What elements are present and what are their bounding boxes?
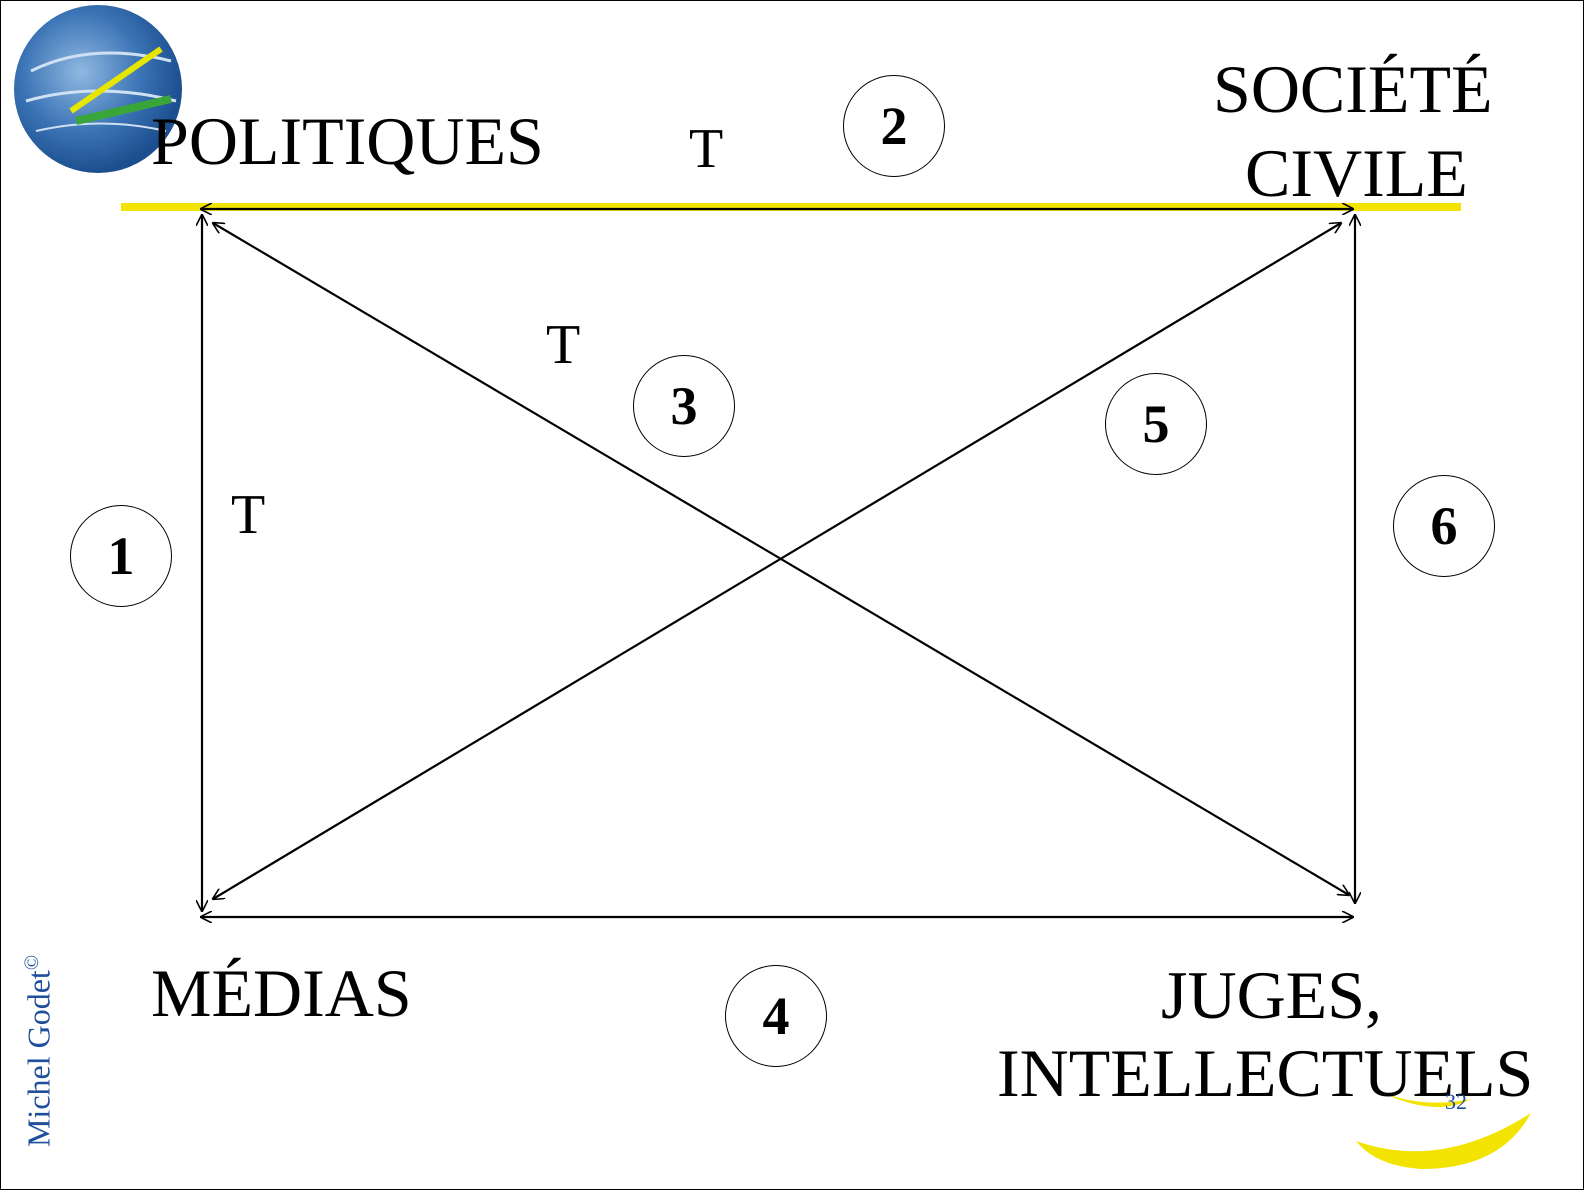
page-number: 32 bbox=[1445, 1089, 1467, 1114]
relation-badge-5: 5 bbox=[1105, 373, 1207, 475]
author-credit: Michel Godet© bbox=[21, 955, 58, 1147]
author-name: Michel Godet bbox=[20, 970, 57, 1148]
edge-societe-medias bbox=[213, 223, 1341, 899]
node-medias: MÉDIAS bbox=[151, 955, 412, 1031]
relation-badge-2: 2 bbox=[843, 75, 945, 177]
yellow-swoosh-icon bbox=[1356, 1083, 1531, 1169]
node-politiques: POLITIQUES bbox=[151, 103, 544, 179]
node-societe-civile-line1: SOCIÉTÉ bbox=[1213, 51, 1493, 127]
node-societe-civile-line2: CIVILE bbox=[1245, 135, 1468, 211]
relation-badge-6: 6 bbox=[1393, 475, 1495, 577]
relation-badge-1: 1 bbox=[70, 505, 172, 607]
relation-badge-3: 3 bbox=[633, 355, 735, 457]
t-mark-diagonal: T bbox=[546, 314, 581, 376]
t-mark-top: T bbox=[689, 118, 724, 180]
t-mark-left: T bbox=[231, 484, 266, 546]
copyright-mark: © bbox=[20, 954, 43, 971]
node-juges-line2: INTELLECTUELS bbox=[997, 1035, 1534, 1111]
relation-badge-4: 4 bbox=[725, 965, 827, 1067]
globe-logo-icon bbox=[14, 5, 182, 173]
node-juges-line1: JUGES, bbox=[1161, 957, 1383, 1033]
